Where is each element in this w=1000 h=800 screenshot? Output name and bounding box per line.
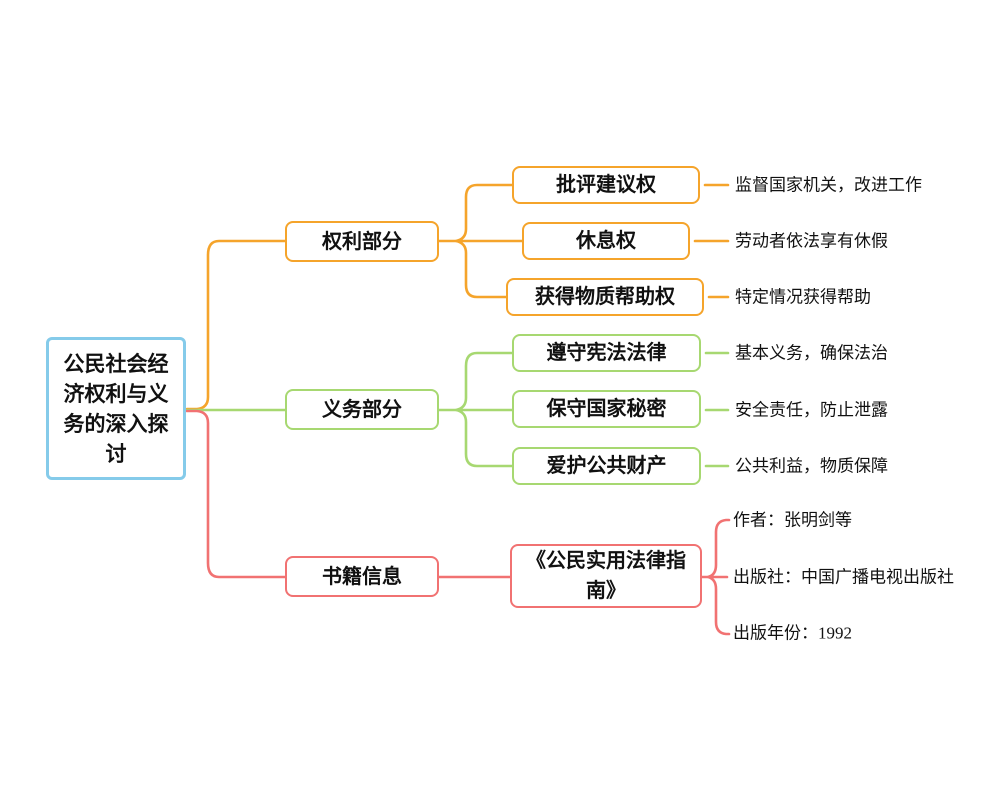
connector-brace-duties — [437, 351, 514, 468]
book-title-label: 《公民实用法律指南》 — [526, 550, 686, 602]
desc-rest-right[interactable]: 劳动者依法享有休假 — [735, 231, 888, 251]
connector-trunk-book — [185, 409, 287, 579]
child-node-protect-public-property[interactable]: 爱护公共财产 — [512, 447, 701, 485]
branch-book-label: 书籍信息 — [322, 565, 402, 588]
desc-protect-public-property[interactable]: 公共利益，物质保障 — [735, 456, 888, 476]
connector-dashes-rights — [693, 183, 730, 299]
child-node-keep-state-secrets[interactable]: 保守国家秘密 — [512, 390, 701, 428]
branch-node-duties[interactable]: 义务部分 — [285, 389, 439, 430]
connector-brace-book — [700, 518, 731, 636]
child-node-criticism-right[interactable]: 批评建议权 — [512, 166, 700, 204]
child-label: 保守国家秘密 — [546, 398, 667, 420]
book-detail-year[interactable]: 出版年份：1992 — [733, 623, 852, 643]
desc-abide-constitution[interactable]: 基本义务，确保法治 — [735, 343, 888, 363]
connector-dashes-duties — [704, 351, 730, 468]
root-node-label: 公民社会经济权利与义务的深入探讨 — [63, 351, 169, 466]
connector-trunk-rights — [185, 239, 287, 411]
desc-keep-state-secrets[interactable]: 安全责任，防止泄露 — [735, 400, 888, 420]
child-label: 爱护公共财产 — [546, 455, 667, 477]
child-node-abide-constitution[interactable]: 遵守宪法法律 — [512, 334, 701, 372]
child-label: 遵守宪法法律 — [546, 342, 667, 364]
child-label: 批评建议权 — [556, 174, 656, 196]
branch-node-rights[interactable]: 权利部分 — [285, 221, 439, 262]
desc-criticism-right[interactable]: 监督国家机关，改进工作 — [735, 175, 922, 195]
book-detail-author[interactable]: 作者：张明剑等 — [733, 510, 852, 530]
child-label: 休息权 — [576, 230, 636, 252]
book-detail-publisher[interactable]: 出版社：中国广播电视出版社 — [733, 567, 954, 587]
desc-material-assistance-right[interactable]: 特定情况获得帮助 — [735, 287, 871, 307]
child-label: 获得物质帮助权 — [535, 286, 675, 308]
branch-duties-label: 义务部分 — [322, 398, 402, 421]
branch-rights-label: 权利部分 — [322, 230, 402, 253]
connector-brace-rights — [437, 183, 524, 299]
child-node-book-title[interactable]: 《公民实用法律指南》 — [510, 544, 702, 608]
child-node-material-assistance-right[interactable]: 获得物质帮助权 — [506, 278, 704, 316]
child-node-rest-right[interactable]: 休息权 — [522, 222, 690, 260]
branch-node-book-info[interactable]: 书籍信息 — [285, 556, 439, 597]
root-node[interactable]: 公民社会经济权利与义务的深入探讨 — [46, 337, 186, 480]
